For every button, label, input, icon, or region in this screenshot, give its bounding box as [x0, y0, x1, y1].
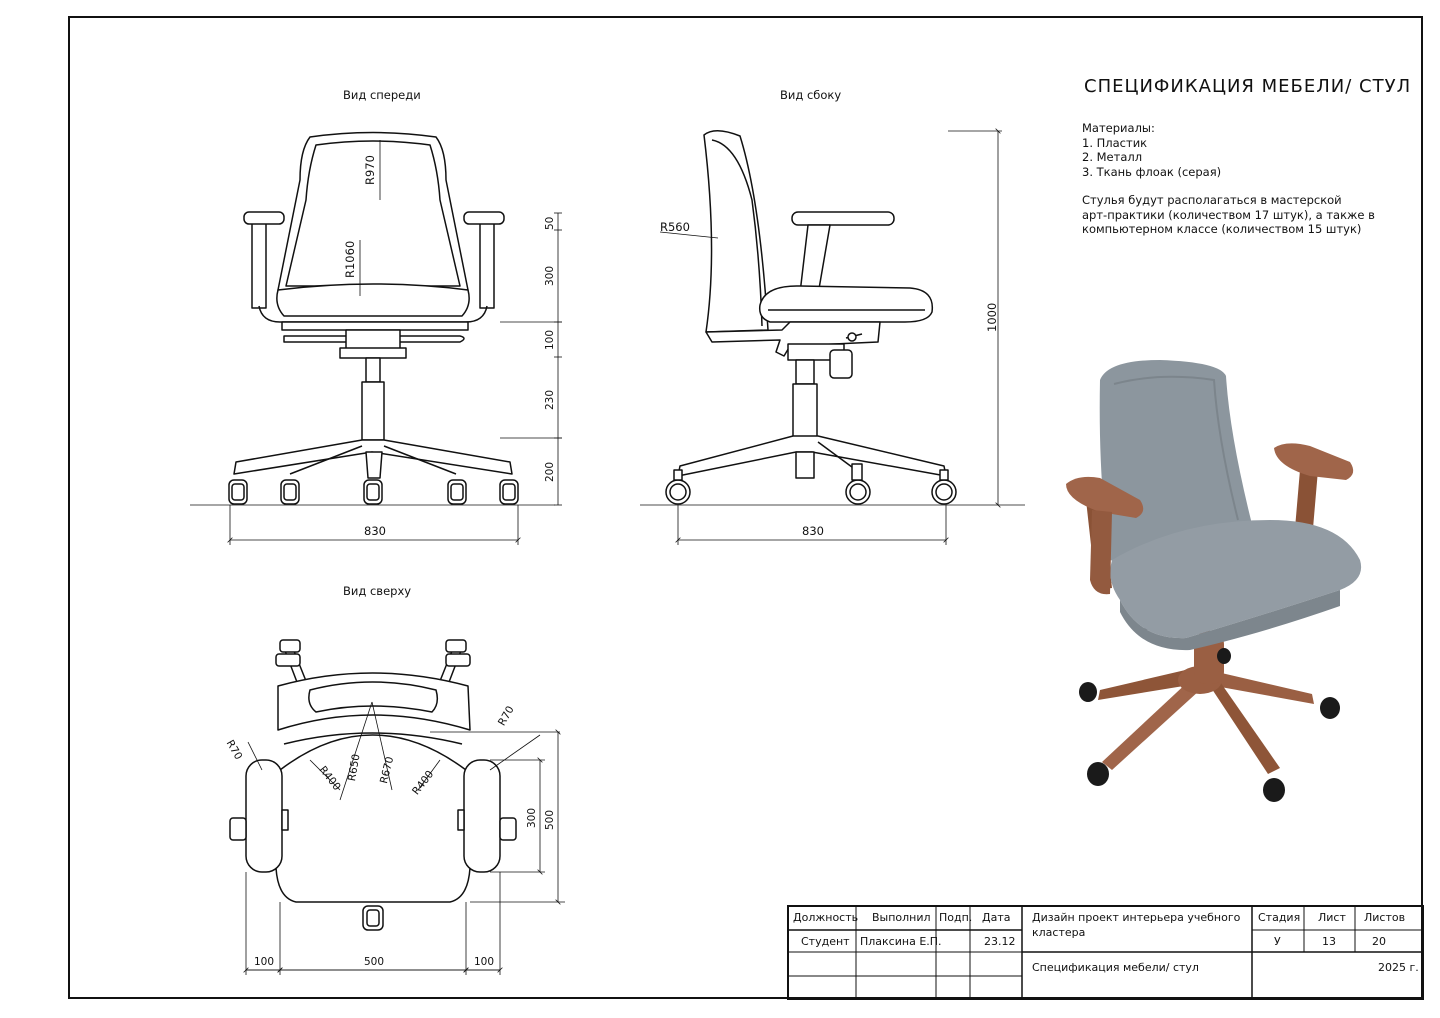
top-width-500: 500: [364, 956, 385, 968]
note-line: компьютерном классе (количеством 15 штук…: [1082, 222, 1362, 236]
project-line-1: Дизайн проект интерьера учебного: [1032, 911, 1241, 924]
sheets-value: 20: [1372, 935, 1386, 948]
sheet-value: 13: [1322, 935, 1336, 948]
side-width-dimension: 830: [802, 524, 824, 538]
date-value: 23.12: [984, 935, 1016, 948]
side-dimension-lines: [640, 128, 1025, 545]
material-item: 3. Ткань флоак (серая): [1082, 164, 1222, 179]
title-block: Должность Выполнил Подп. Дата Студент Пл…: [788, 906, 1423, 999]
header-sheets: Листов: [1364, 911, 1406, 924]
side-radius: R560: [660, 220, 690, 234]
front-width-dimension: 830: [364, 524, 386, 538]
stage-value: У: [1274, 935, 1281, 948]
top-height-300: 300: [526, 807, 538, 828]
note-line: Стулья будут располагаться в мастерской: [1082, 193, 1342, 207]
top-view-drawing: [229, 639, 517, 931]
note-line: арт-практики (количеством 17 штук), а та…: [1082, 207, 1375, 222]
front-height-2: 300: [544, 265, 556, 286]
top-width-100-left: 100: [254, 956, 275, 968]
top-view-label: Вид сверху: [343, 584, 412, 598]
material-item: 2. Металл: [1082, 150, 1143, 164]
header-author: Выполнил: [872, 911, 931, 924]
header-sign: Подп.: [939, 911, 973, 924]
author-value: Плаксина Е.П.: [860, 935, 942, 948]
materials-heading: Материалы:: [1082, 121, 1155, 135]
side-view-drawing: [665, 130, 957, 505]
front-view-label: Вид спереди: [343, 88, 421, 102]
top-width-100-right: 100: [474, 956, 495, 968]
header-sheet: Лист: [1318, 911, 1346, 924]
front-height-4: 230: [544, 389, 556, 410]
top-height-500: 500: [544, 809, 556, 830]
front-dimension-lines: [190, 140, 562, 545]
front-height-3: 100: [544, 329, 556, 350]
spec-title: СПЕЦИФИКАЦИЯ МЕБЕЛИ/ СТУЛ: [1084, 76, 1412, 97]
project-line-2: кластера: [1032, 926, 1086, 939]
front-view-drawing: [228, 131, 519, 505]
top-dimension-lines: [243, 701, 565, 975]
side-view-label: Вид сбоку: [780, 88, 842, 102]
header-date: Дата: [982, 911, 1011, 924]
front-height-1: 50: [544, 216, 556, 230]
title-block-grid: [787, 905, 1424, 1000]
chair-render: [1066, 360, 1362, 802]
front-height-5: 200: [544, 461, 556, 482]
drawing-frame: [68, 16, 1423, 999]
year-value: 2025 г.: [1378, 961, 1419, 974]
sheet-title: Спецификация мебели/ стул: [1032, 961, 1199, 974]
front-radius-mid: R1060: [343, 240, 357, 278]
front-radius-top: R970: [363, 155, 377, 185]
material-item: 1. Пластик: [1082, 135, 1148, 150]
header-position: Должность: [793, 911, 859, 924]
spec-notes: Материалы: 1. Пластик 2. Металл 3. Ткань…: [1082, 121, 1382, 237]
side-height-dimension: 1000: [985, 302, 999, 332]
position-value: Студент: [801, 935, 850, 948]
header-stage: Стадия: [1258, 911, 1301, 924]
